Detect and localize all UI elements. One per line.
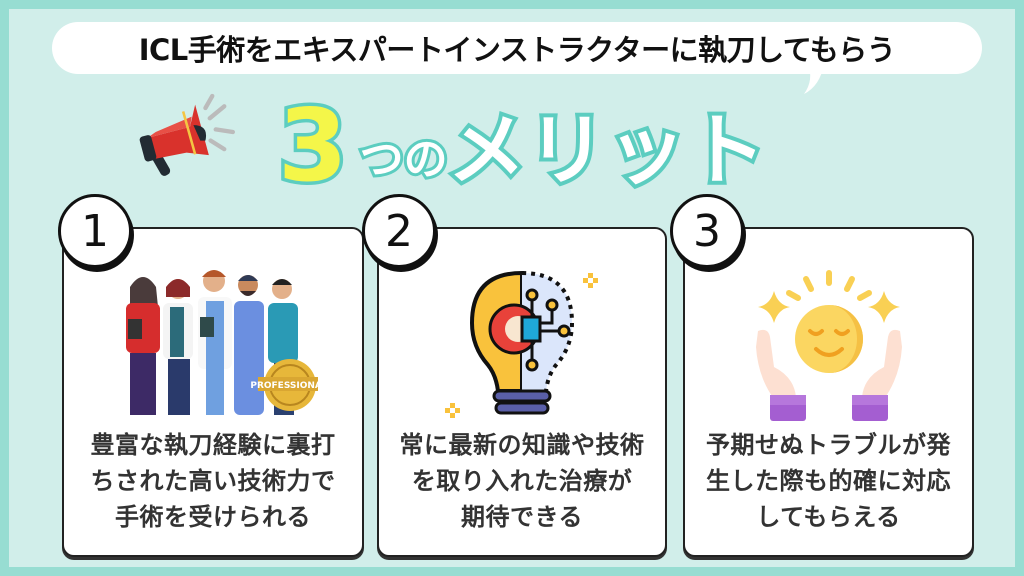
merit-card-3: 予期せぬトラブルが発 生した際も的確に対応 してもらえる: [683, 227, 974, 557]
merit-card-3-text: 予期せぬトラブルが発 生した際も的確に対応 してもらえる: [685, 427, 972, 535]
headline-number: 3: [275, 87, 352, 204]
headline: 3 つの メリット: [275, 86, 770, 204]
text-line: 生した際も的確に対応: [706, 467, 951, 495]
merit-card-2: 常に最新の知識や技術 を取り入れた治療が 期待できる: [377, 227, 667, 557]
text-line: 期待できる: [460, 503, 584, 531]
text-line: 豊富な執刀経験に裏打: [90, 431, 336, 459]
megaphone-icon: [139, 93, 235, 176]
text-line: してもらえる: [756, 503, 901, 531]
headline-word: メリット: [444, 102, 770, 200]
merit-card-1: PROFESSIONAL 豊富な執刀経験に裏打 ちされた高い技術力で 手術を受け…: [62, 227, 364, 557]
headline-particle: つの: [357, 131, 451, 188]
speech-bubble-tail: [804, 64, 824, 94]
number-badge-1: 1: [58, 194, 132, 268]
text-line: 予期せぬトラブルが発: [706, 431, 951, 459]
hands-smiling-sun-icon: [685, 267, 972, 427]
text-line: ちされた高い技術力で: [90, 467, 336, 495]
merit-card-1-text: 豊富な執刀経験に裏打 ちされた高い技術力で 手術を受けられる: [64, 427, 362, 535]
bubble-text: ICL手術をエキスパートインストラクターに執刀してもらう: [138, 33, 896, 67]
medical-team-professional-icon: PROFESSIONAL: [64, 267, 362, 427]
lightbulb-gear-circuit-icon: [379, 267, 665, 427]
number-badge-2: 2: [362, 194, 436, 268]
merit-card-2-text: 常に最新の知識や技術 を取り入れた治療が 期待できる: [379, 427, 665, 535]
speech-bubble: ICL手術をエキスパートインストラクターに執刀してもらう: [52, 22, 982, 74]
professional-badge-label: PROFESSIONAL: [250, 381, 318, 391]
text-line: を取り入れた治療が: [411, 467, 633, 495]
text-line: 常に最新の知識や技術: [399, 431, 645, 459]
text-line: 手術を受けられる: [115, 503, 311, 531]
number-badge-3: 3: [670, 194, 744, 268]
